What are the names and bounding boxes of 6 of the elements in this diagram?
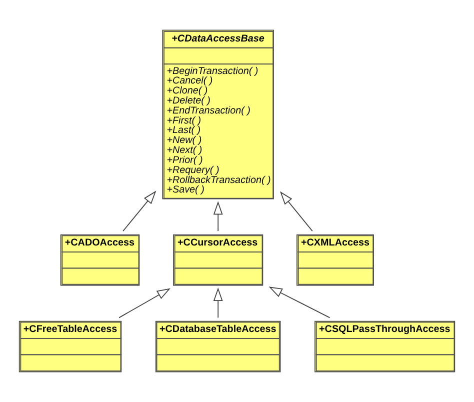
arrow: [280, 191, 313, 232]
arrow: [213, 201, 223, 232]
arrow: [118, 288, 170, 318]
arrow: [213, 288, 223, 318]
arrow: [122, 190, 156, 232]
arrow: [268, 286, 330, 318]
